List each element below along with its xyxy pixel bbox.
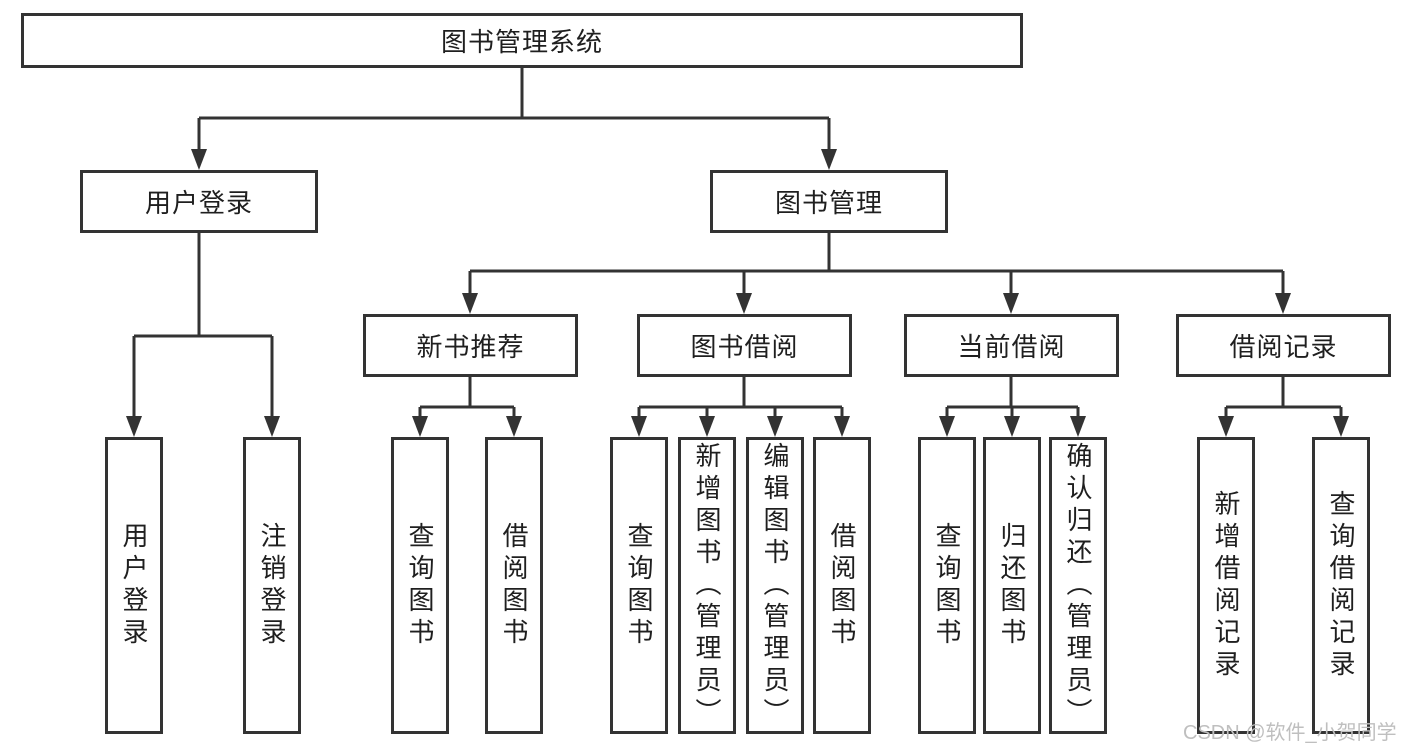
node-borrow-records-label: 借阅记录 <box>1229 332 1338 362</box>
leaf-query-books-borrow: 查询图书 <box>610 437 668 734</box>
leaf-user-login: 用户登录 <box>105 437 163 734</box>
leaf-query-borrow-record-label: 查询借阅记录 <box>1326 489 1356 682</box>
leaf-query-borrow-record: 查询借阅记录 <box>1312 437 1370 734</box>
leaf-borrow-books-recommend: 借阅图书 <box>485 437 543 734</box>
leaf-confirm-return-admin: 确认归还（管理员） <box>1049 437 1107 734</box>
leaf-add-borrow-record: 新增借阅记录 <box>1197 437 1255 734</box>
node-root: 图书管理系统 <box>21 13 1023 68</box>
leaf-borrow-books-label: 借阅图书 <box>827 521 857 650</box>
leaf-query-books-current-label: 查询图书 <box>932 521 962 650</box>
leaf-return-books: 归还图书 <box>983 437 1041 734</box>
leaf-edit-books-admin: 编辑图书（管理员） <box>746 437 804 734</box>
node-book-management: 图书管理 <box>710 170 948 233</box>
node-book-borrowing-label: 图书借阅 <box>690 332 799 362</box>
leaf-return-books-label: 归还图书 <box>997 521 1027 650</box>
leaf-logout-label: 注销登录 <box>257 521 287 650</box>
node-current-borrowing-label: 当前借阅 <box>957 332 1066 362</box>
leaf-query-books-recommend-label: 查询图书 <box>405 521 435 650</box>
node-current-borrowing: 当前借阅 <box>904 314 1119 377</box>
leaf-add-borrow-record-label: 新增借阅记录 <box>1211 489 1241 682</box>
node-root-label: 图书管理系统 <box>440 27 603 57</box>
leaf-confirm-return-admin-label: 确认归还（管理员） <box>1063 441 1093 730</box>
node-borrow-records: 借阅记录 <box>1176 314 1391 377</box>
leaf-add-books-admin: 新增图书（管理员） <box>678 437 736 734</box>
node-user-login-label: 用户登录 <box>144 188 253 218</box>
leaf-edit-books-admin-label: 编辑图书（管理员） <box>760 441 790 730</box>
arrowheads <box>126 149 1349 437</box>
leaf-query-books-recommend: 查询图书 <box>391 437 449 734</box>
csdn-watermark: CSDN @软件_小贺同学 <box>1183 722 1397 744</box>
leaf-borrow-books: 借阅图书 <box>813 437 871 734</box>
leaf-add-books-admin-label: 新增图书（管理员） <box>692 441 722 730</box>
leaf-user-login-label: 用户登录 <box>119 521 149 650</box>
node-user-login: 用户登录 <box>80 170 318 233</box>
leaf-logout: 注销登录 <box>243 437 301 734</box>
leaf-borrow-books-recommend-label: 借阅图书 <box>499 521 529 650</box>
node-book-management-label: 图书管理 <box>774 188 883 218</box>
node-new-book-recommend-label: 新书推荐 <box>416 332 525 362</box>
node-new-book-recommend: 新书推荐 <box>363 314 578 377</box>
node-book-borrowing: 图书借阅 <box>637 314 852 377</box>
leaf-query-books-current: 查询图书 <box>918 437 976 734</box>
leaf-query-books-borrow-label: 查询图书 <box>624 521 654 650</box>
